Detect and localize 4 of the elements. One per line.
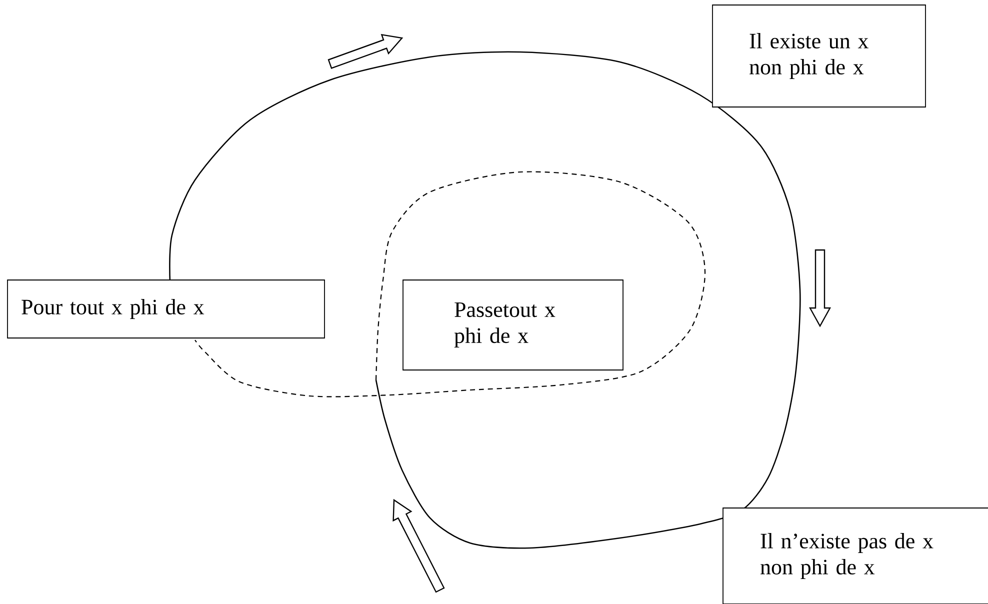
text-box: Il n’existe pas de x non phi de x: [722, 508, 988, 604]
text-box: Il existe un x non phi de x: [712, 4, 926, 108]
text-box: Passetout x phi de x: [402, 280, 624, 370]
text-box: Pour tout x phi de x: [7, 280, 325, 338]
